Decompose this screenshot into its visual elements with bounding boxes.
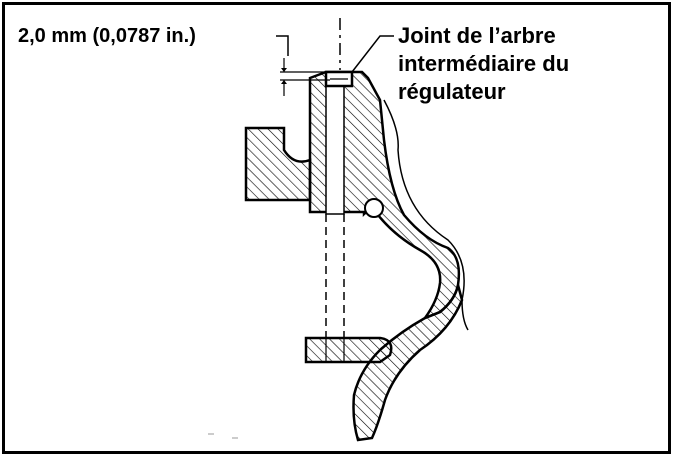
shaft-bore-upper — [325, 79, 345, 215]
upper-left-flange — [244, 126, 312, 202]
part-label-line-3: régulateur — [398, 79, 506, 104]
part-label: Joint de l’arbre intermédiaire du régula… — [398, 22, 569, 106]
part-label-line-2: intermédiaire du — [398, 51, 570, 76]
dimension-leader — [276, 35, 289, 56]
outer-contour — [383, 99, 469, 331]
lower-flange — [304, 336, 393, 364]
relief-notch — [364, 198, 384, 218]
part-leader — [351, 35, 394, 73]
part-label-line-1: Joint de l’arbre — [398, 23, 556, 48]
dimension-label: 2,0 mm (0,0787 in.) — [18, 25, 196, 47]
